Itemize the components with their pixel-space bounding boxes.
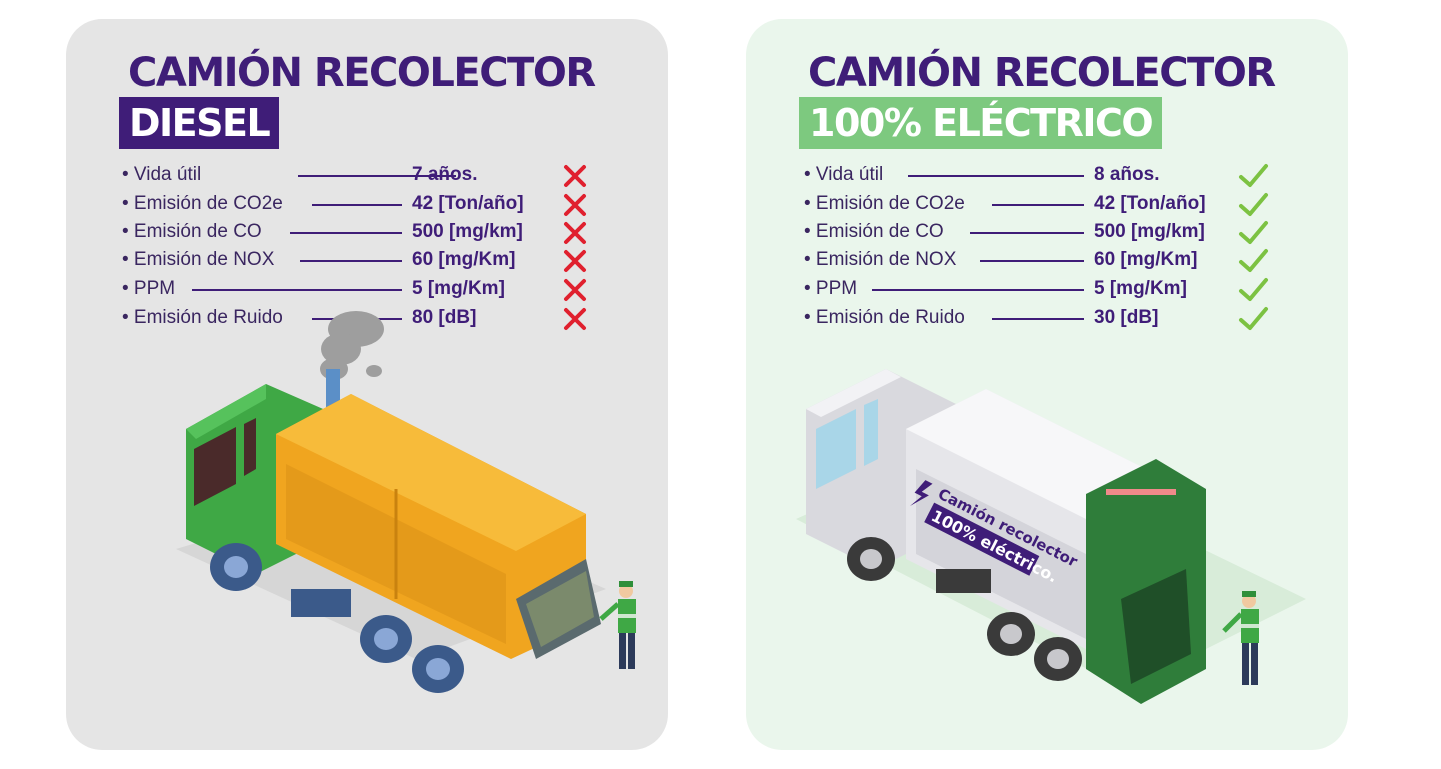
check-icon [1239,221,1268,244]
spec-value: 500 [mg/km] [412,221,523,242]
spec-label: • Emisión de NOX [804,249,957,270]
spec-label: • Emisión de Ruido [122,307,283,328]
spec-value: 7 años. [412,164,478,185]
check-icon [1239,307,1268,330]
spec-label: • Vida útil [122,164,202,185]
divider-line [980,260,1084,262]
cross-icon [564,165,586,187]
spec-value: 80 [dB] [412,307,477,328]
spec-value: 30 [dB] [1094,307,1159,328]
cross-icon [564,279,586,301]
electric-title: CAMIÓN RECOLECTOR [808,50,1276,96]
electric-panel: CAMIÓN RECOLECTOR 100% ELÉCTRICO • Vida … [746,19,1348,750]
divider-line [290,232,402,234]
diesel-garbage-truck-illustration [176,311,636,693]
divider-line [908,175,1084,177]
divider-line [298,175,456,177]
electric-badge: 100% ELÉCTRICO [799,97,1163,149]
spec-label: • Emisión de NOX [122,249,275,270]
check-icon [1239,249,1268,272]
divider-line [992,318,1084,320]
spec-label: • Vida útil [804,164,884,185]
worker-icon [1222,591,1259,685]
spec-label: • Emisión de Ruido [804,307,965,328]
divider-line [872,289,1084,291]
cross-icon [564,194,586,216]
check-icon [1239,278,1268,301]
smoke-icon [320,311,384,380]
lightning-bolt-icon [910,480,933,506]
check-icon [1239,164,1268,187]
check-icon [1239,193,1268,216]
divider-line [192,289,402,291]
spec-value: 60 [mg/Km] [412,249,516,270]
spec-label: • Emisión de CO [122,221,262,242]
diesel-panel: CAMIÓN RECOLECTOR DIESEL • Vida útil 7 a… [66,19,668,750]
diesel-title: CAMIÓN RECOLECTOR [128,50,596,96]
spec-value: 8 años. [1094,164,1160,185]
spec-value: 5 [mg/Km] [1094,278,1187,299]
cross-icon [564,222,586,244]
spec-value: 42 [Ton/año] [1094,193,1206,214]
spec-label: • Emisión de CO2e [804,193,965,214]
spec-label: • PPM [804,278,858,299]
divider-line [312,204,402,206]
spec-value: 5 [mg/Km] [412,278,505,299]
electric-garbage-truck-illustration: Camión recolector 100% eléctrico. [796,369,1306,704]
spec-value: 42 [Ton/año] [412,193,524,214]
divider-line [992,204,1084,206]
cross-icon [564,250,586,272]
cross-icon [564,308,586,330]
spec-label: • Emisión de CO2e [122,193,283,214]
divider-line [300,260,402,262]
diesel-badge: DIESEL [119,97,280,149]
divider-line [970,232,1084,234]
spec-value: 60 [mg/Km] [1094,249,1198,270]
worker-icon [599,581,636,669]
spec-label: • PPM [122,278,176,299]
spec-label: • Emisión de CO [804,221,944,242]
spec-value: 500 [mg/km] [1094,221,1205,242]
